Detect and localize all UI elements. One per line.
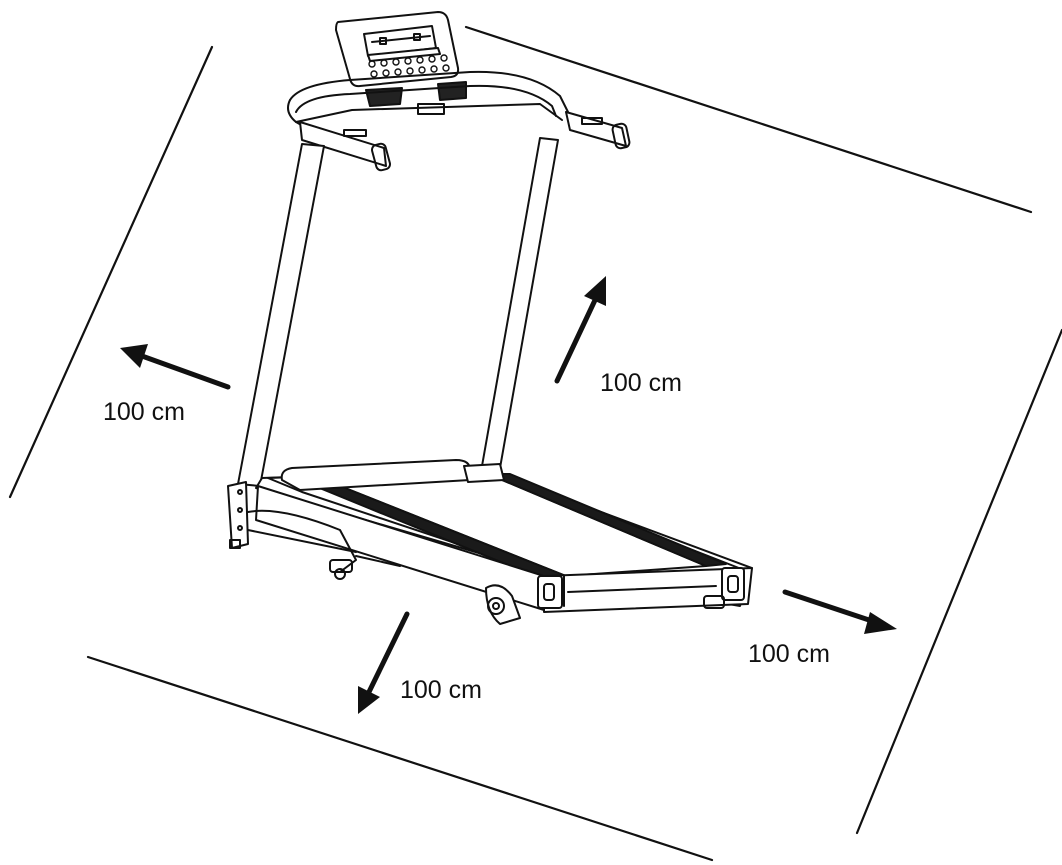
clearance-label-right: 100 cm bbox=[748, 640, 830, 668]
upright-right bbox=[481, 137, 559, 469]
treadmill-illustration bbox=[227, 11, 753, 625]
rear-end-caps bbox=[537, 567, 745, 609]
handle-grip-left bbox=[299, 121, 392, 172]
post-base-left bbox=[227, 481, 249, 549]
boundary-right bbox=[855, 328, 1062, 835]
console-buttons bbox=[368, 54, 450, 78]
motor-cover bbox=[280, 459, 505, 491]
clearance-label-front: 100 cm bbox=[400, 676, 482, 704]
console-display bbox=[335, 11, 460, 88]
floor-boundary bbox=[8, 25, 1062, 862]
arrow-back bbox=[554, 276, 606, 384]
transport-wheel bbox=[485, 584, 521, 625]
arrow-front bbox=[358, 611, 410, 714]
speaker-grilles bbox=[365, 81, 467, 107]
arrow-right bbox=[782, 589, 897, 634]
arrow-left bbox=[120, 344, 231, 390]
handlebar-frame bbox=[287, 70, 569, 139]
clearance-label-left: 100 cm bbox=[103, 398, 185, 426]
upright-left bbox=[237, 143, 325, 487]
boundary-front bbox=[86, 655, 714, 862]
side-rails bbox=[255, 485, 753, 613]
boundary-left bbox=[8, 45, 214, 499]
clearance-arrows bbox=[120, 276, 897, 714]
handle-grip-right bbox=[565, 111, 631, 150]
clearance-label-back: 100 cm bbox=[600, 369, 682, 397]
folding-frame bbox=[247, 509, 401, 580]
boundary-back bbox=[464, 25, 1033, 214]
